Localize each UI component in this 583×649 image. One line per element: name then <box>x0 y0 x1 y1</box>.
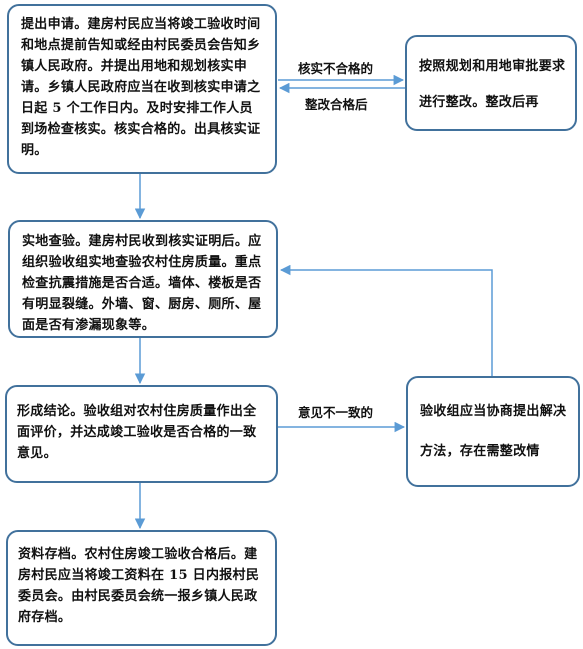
edge-label-disagree: 意见不一致的 <box>298 405 374 420</box>
edge-label-rectified: 整改合格后 <box>305 97 368 112</box>
step-inspect-text: 建房村民收到核实证明后。应组织验收组实地查验农村住房质量。重点检查抗震措施是否合… <box>22 234 262 333</box>
side-rectify-text: 按照规划和用地审批要求进行整改。整改后再 <box>419 59 566 110</box>
step-apply-title: 提出申请。 <box>21 17 88 32</box>
side-rectify-box: 按照规划和用地审批要求进行整改。整改后再 <box>405 35 577 131</box>
step-conclude-text: 验收组对农村住房质量作出全面评价，并达成竣工验收是否合格的一致意见。 <box>17 404 257 461</box>
step-apply-text: 建房村民应当将竣工验收时间和地点提前告知或经由村民委员会告知乡镇人民政府。并提出… <box>21 17 261 158</box>
step-inspect-box: 实地查验。建房村民收到核实证明后。应组织验收组实地查验农村住房质量。重点检查抗震… <box>8 220 278 338</box>
side-consult-box: 验收组应当协商提出解决方法，存在需整改情 <box>406 376 580 487</box>
step-apply-box: 提出申请。建房村民应当将竣工验收时间和地点提前告知或经由村民委员会告知乡镇人民政… <box>7 4 277 174</box>
step-archive-title: 资料存档。 <box>18 547 85 562</box>
step-archive-text: 农村住房竣工验收合格后。建房村民应当将竣工资料在 15 日内报村民委员会。由村民… <box>18 547 260 625</box>
arrow-consult-to-inspect <box>279 264 493 376</box>
step-conclude-box: 形成结论。验收组对农村住房质量作出全面评价，并达成竣工验收是否合格的一致意见。 <box>5 385 278 483</box>
edge-label-unqualified: 核实不合格的 <box>298 61 374 76</box>
side-consult-text: 验收组应当协商提出解决方法，存在需整改情 <box>420 404 567 459</box>
step-inspect-title: 实地查验。 <box>22 234 89 249</box>
step-archive-box: 资料存档。农村住房竣工验收合格后。建房村民应当将竣工资料在 15 日内报村民委员… <box>6 530 277 646</box>
step-conclude-title: 形成结论。 <box>17 404 84 419</box>
